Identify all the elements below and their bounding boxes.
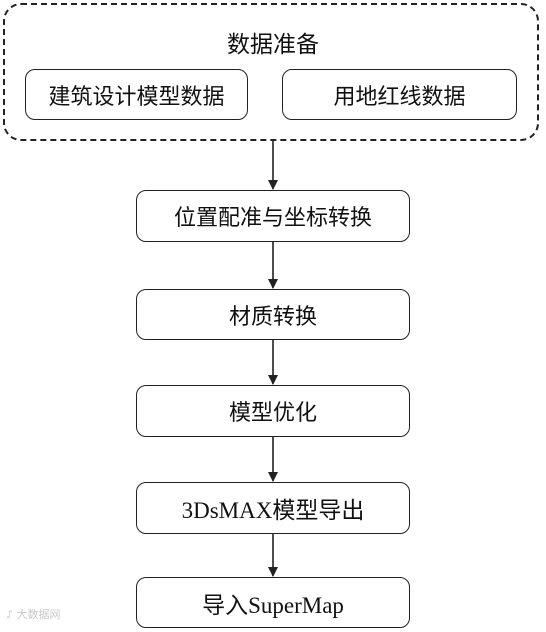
step-model-optimization: 模型优化 [136, 385, 410, 437]
input-land-red-line-data: 用地红线数据 [282, 69, 517, 120]
watermark-text: ♪ 大数据网 [6, 608, 61, 621]
step-3dsmax-model-export: 3DsMAX模型导出 [136, 482, 410, 534]
data-preparation-group [3, 3, 539, 141]
step-import-supermap: 导入SuperMap [136, 577, 410, 628]
step-material-conversion: 材质转换 [136, 289, 410, 340]
data-preparation-title: 数据准备 [227, 32, 319, 58]
step-position-registration-coordinate-conversion: 位置配准与坐标转换 [136, 190, 410, 242]
input-building-design-model-data: 建筑设计模型数据 [25, 69, 248, 120]
